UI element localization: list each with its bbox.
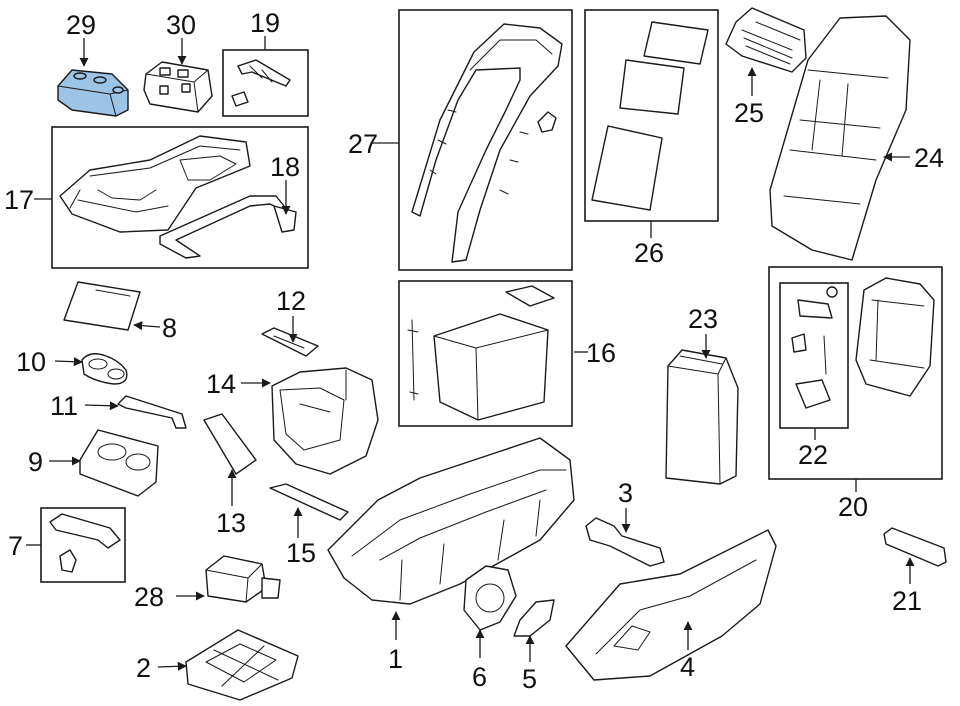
callout-12: 12 [276,286,306,316]
part-17-upper-trim[interactable] [59,135,297,259]
callout-labels: 29 30 19 17 18 27 26 25 24 16 8 10 11 9 … [4,8,944,694]
callout-1: 1 [388,644,403,674]
part-25-vent[interactable] [725,7,807,73]
callout-25: 25 [734,98,764,128]
callout-26: 26 [634,238,664,268]
part-6-module[interactable] [463,565,517,631]
callout-28: 28 [134,582,164,612]
callout-27: 27 [348,129,378,159]
callout-2: 2 [136,653,151,683]
callout-6: 6 [472,662,487,692]
callout-21: 21 [892,586,922,616]
part-8-mat[interactable] [63,281,141,331]
callout-17: 17 [4,185,34,215]
part-14-center-bracket[interactable] [271,367,379,475]
group-box-17 [51,126,309,269]
part-4-side-panel[interactable] [565,529,777,681]
part-29-switch-bezel[interactable] [57,69,129,117]
leader-lines [26,36,915,671]
part-1-console-base[interactable] [327,437,575,605]
part-23-side-panel[interactable] [665,349,739,485]
callout-20: 20 [838,492,868,522]
part-12-plate[interactable] [261,327,319,357]
callout-11: 11 [50,391,78,421]
callout-29: 29 [66,10,96,40]
group-box-16 [398,280,573,427]
part-30-switch-assembly[interactable] [143,61,213,113]
part-15-strip[interactable] [269,483,349,521]
callout-23: 23 [688,304,718,334]
callout-18: 18 [270,152,300,182]
callout-5: 5 [522,664,537,694]
callout-9: 9 [28,447,43,477]
part-5-pad[interactable] [513,599,555,637]
part-28-module[interactable] [205,555,281,603]
callout-15: 15 [286,538,316,568]
part-21-small-bracket[interactable] [883,527,947,567]
callout-13: 13 [216,508,246,538]
callout-8: 8 [162,313,177,343]
callout-19: 19 [250,8,280,38]
part-24-rear-housing[interactable] [769,15,911,261]
group-box-27 [398,9,573,271]
part-22-clips[interactable] [791,286,838,409]
part-10-cup-mat[interactable] [81,353,128,385]
callout-24: 24 [914,143,944,173]
part-7-bracket[interactable] [49,513,121,573]
part-26-mats[interactable] [591,21,709,211]
callout-4: 4 [680,652,695,682]
part-2-plate[interactable] [185,629,299,701]
part-16-storage-bin[interactable] [407,285,555,421]
callout-10: 10 [16,347,46,377]
part-20-armrest[interactable] [855,277,935,397]
group-box-22 [779,282,849,429]
callout-14: 14 [206,369,236,399]
callout-7: 7 [8,531,23,561]
part-13-plate[interactable] [203,413,257,475]
part-19-bracket[interactable] [231,59,291,107]
part-9-cup-holder[interactable] [79,429,159,497]
part-3-bracket[interactable] [585,517,665,567]
part-11-bracket[interactable] [117,395,187,429]
callout-30: 30 [166,10,196,40]
callout-22: 22 [798,440,828,470]
callout-16: 16 [586,338,616,368]
part-27-console-trim[interactable] [411,23,563,263]
callout-3: 3 [618,478,633,508]
